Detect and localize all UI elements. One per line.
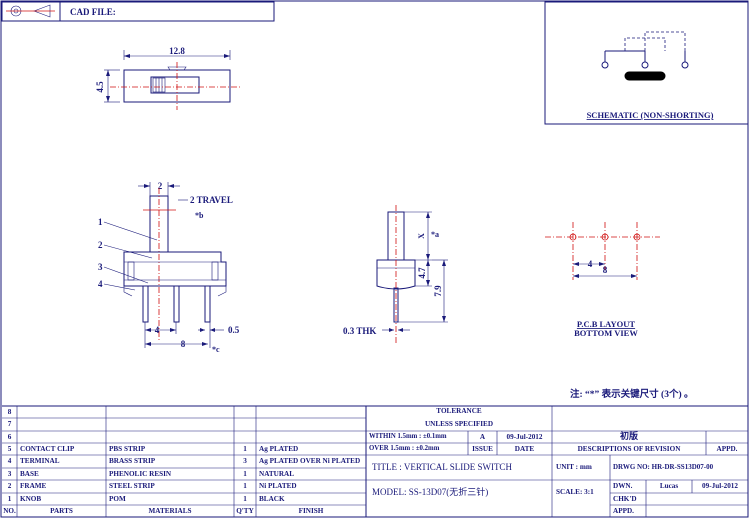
bom-finish-3: NATURAL <box>259 470 295 478</box>
revision-date-label: DATE <box>514 445 535 453</box>
chkd-label: CHK'D <box>613 495 637 503</box>
note-a: *a <box>431 230 439 239</box>
bom-qty-1: 1 <box>243 495 247 503</box>
tolerance-subtitle: UNLESS SPECIFIED <box>424 420 494 428</box>
bom-material-2: STEEL STRIP <box>109 482 155 490</box>
bom-header-parts: PARTS <box>50 507 73 515</box>
pcb-hole-3 <box>633 233 641 241</box>
dwn-label: DWN. <box>613 482 633 490</box>
bom-qty-4: 3 <box>243 457 247 465</box>
drawing-scale: SCALE: 3:1 <box>556 488 594 496</box>
revision-issue-label: ISSUE <box>472 445 493 453</box>
pitch-dim-8: 8 <box>181 339 186 349</box>
top-height-dim: 4.5 <box>95 81 105 93</box>
callout-1: 1 <box>98 217 103 227</box>
title-block-grid <box>2 405 748 517</box>
bom-no-8: 8 <box>7 408 12 416</box>
note-b: *b <box>195 211 204 220</box>
pcb-hole-2 <box>601 233 609 241</box>
tolerance-within: WITHIN 1.5mm : ±0.1mm <box>369 433 447 440</box>
bom-material-3: PHENOLIC RESIN <box>109 470 172 478</box>
note-c: *c <box>212 345 220 354</box>
bom-no-3: 3 <box>7 470 12 478</box>
base-height-dim: 4.7 <box>417 267 427 279</box>
pcb-layout: 4 8 P.C.B LAYOUT BOTTOM VIEW <box>545 222 660 338</box>
schematic-pin-1 <box>601 61 609 69</box>
dwn-name: Lucas <box>659 482 679 490</box>
schematic-pin-3 <box>681 61 689 69</box>
callout-2: 2 <box>98 240 103 250</box>
pitch-dim-4: 4 <box>155 325 160 335</box>
frame-shape <box>123 251 227 287</box>
thickness-dim: 0.3 THK <box>343 326 376 336</box>
appd-label: APPD. <box>613 507 634 515</box>
pin-width-dim: 0.5 <box>228 325 240 335</box>
bom-no-2: 2 <box>7 482 12 490</box>
callout-4: 4 <box>98 279 103 289</box>
top-view: 12.8 4.5 <box>95 46 240 110</box>
bom-qty-5: 1 <box>243 445 247 453</box>
revision-issue-value: A <box>479 433 486 441</box>
pcb-sublabel: BOTTOM VIEW <box>574 328 638 338</box>
bom-no-1: 1 <box>7 495 12 503</box>
bom-no-4: 4 <box>7 457 12 465</box>
drawing-number: DRWG NO: HR-DR-SS13D07-00 <box>613 463 714 471</box>
knob-width-dim: 2 <box>158 181 163 191</box>
tolerance-title: TOLERANCE <box>436 407 482 415</box>
bom-header-qty: Q'TY <box>236 507 254 515</box>
side-x-mark: X <box>417 233 426 239</box>
bom-header-finish: FINISH <box>298 507 324 515</box>
drawing-title: TITLE : VERTICAL SLIDE SWITCH <box>372 462 512 472</box>
bom-material-4: BRASS STRIP <box>109 457 156 465</box>
schematic-contact-bar <box>624 71 666 81</box>
bom-part-5: CONTACT CLIP <box>20 445 75 453</box>
bom-part-2: FRAME <box>20 482 47 490</box>
bom-finish-5: Ag PLATED <box>259 445 299 453</box>
pin-length-dim: 7.9 <box>433 285 443 297</box>
revision-appd-label: APPD. <box>716 445 738 453</box>
bom-part-4: TERMINAL <box>20 457 60 465</box>
revision-desc-label: DESCRIPTIONS OF REVISION <box>577 445 681 453</box>
revision-date-value: 09-Jul-2012 <box>506 433 543 441</box>
key-dimension-note: 注: “*” 表示关键尺寸 (3个) 。 <box>570 388 694 400</box>
pcb-hole-1 <box>569 233 577 241</box>
drawing-model: MODEL: SS-13D07(无折三针) <box>372 487 489 497</box>
front-view: 2 2 TRAVEL *b 1 2 3 4 4 <box>98 181 240 354</box>
bom-no-6: 6 <box>7 433 12 441</box>
top-width-dim: 12.8 <box>169 46 185 56</box>
bom-finish-2: Ni PLATED <box>259 482 297 490</box>
cad-file-label: CAD FILE: <box>70 7 116 17</box>
bom-finish-1: BLACK <box>259 495 285 503</box>
side-view: X *a 4.7 7.9 0.3 THK <box>343 205 448 345</box>
revision-desc-value: 初版 <box>619 432 638 442</box>
bom-qty-2: 1 <box>243 482 247 490</box>
bom-finish-4: Ag PLATED OVER Ni PLATED <box>259 457 361 465</box>
dwn-date: 09-Jul-2012 <box>702 482 738 490</box>
schematic-box: SCHEMATIC (NON-SHORTING) <box>544 1 749 125</box>
pcb-pitch-8: 8 <box>603 265 608 275</box>
bom-part-1: KNOB <box>20 495 42 503</box>
bom-header-materials: MATERIALS <box>148 507 192 515</box>
bom-material-5: PBS STRIP <box>109 445 146 453</box>
bom-no-7: 7 <box>7 420 12 428</box>
cad-file-header: CAD FILE: <box>1 1 275 22</box>
schematic-pin-2 <box>641 61 649 69</box>
tolerance-over: OVER 1.5mm : ±0.2mm <box>369 445 440 452</box>
bom-part-3: BASE <box>20 470 39 478</box>
bom-qty-3: 1 <box>243 470 247 478</box>
travel-dim: 2 TRAVEL <box>190 195 233 205</box>
bom-no-5: 5 <box>7 445 12 453</box>
pcb-label: P.C.B LAYOUT <box>577 319 636 329</box>
pcb-pitch-4: 4 <box>588 259 593 269</box>
callout-3: 3 <box>98 262 103 272</box>
bom-material-1: POM <box>109 495 126 503</box>
drawing-unit: UNIT : mm <box>556 463 592 471</box>
schematic-label: SCHEMATIC (NON-SHORTING) <box>587 110 714 120</box>
projection-symbol-icon <box>6 4 55 18</box>
bom-header-no: NO. <box>3 507 16 515</box>
